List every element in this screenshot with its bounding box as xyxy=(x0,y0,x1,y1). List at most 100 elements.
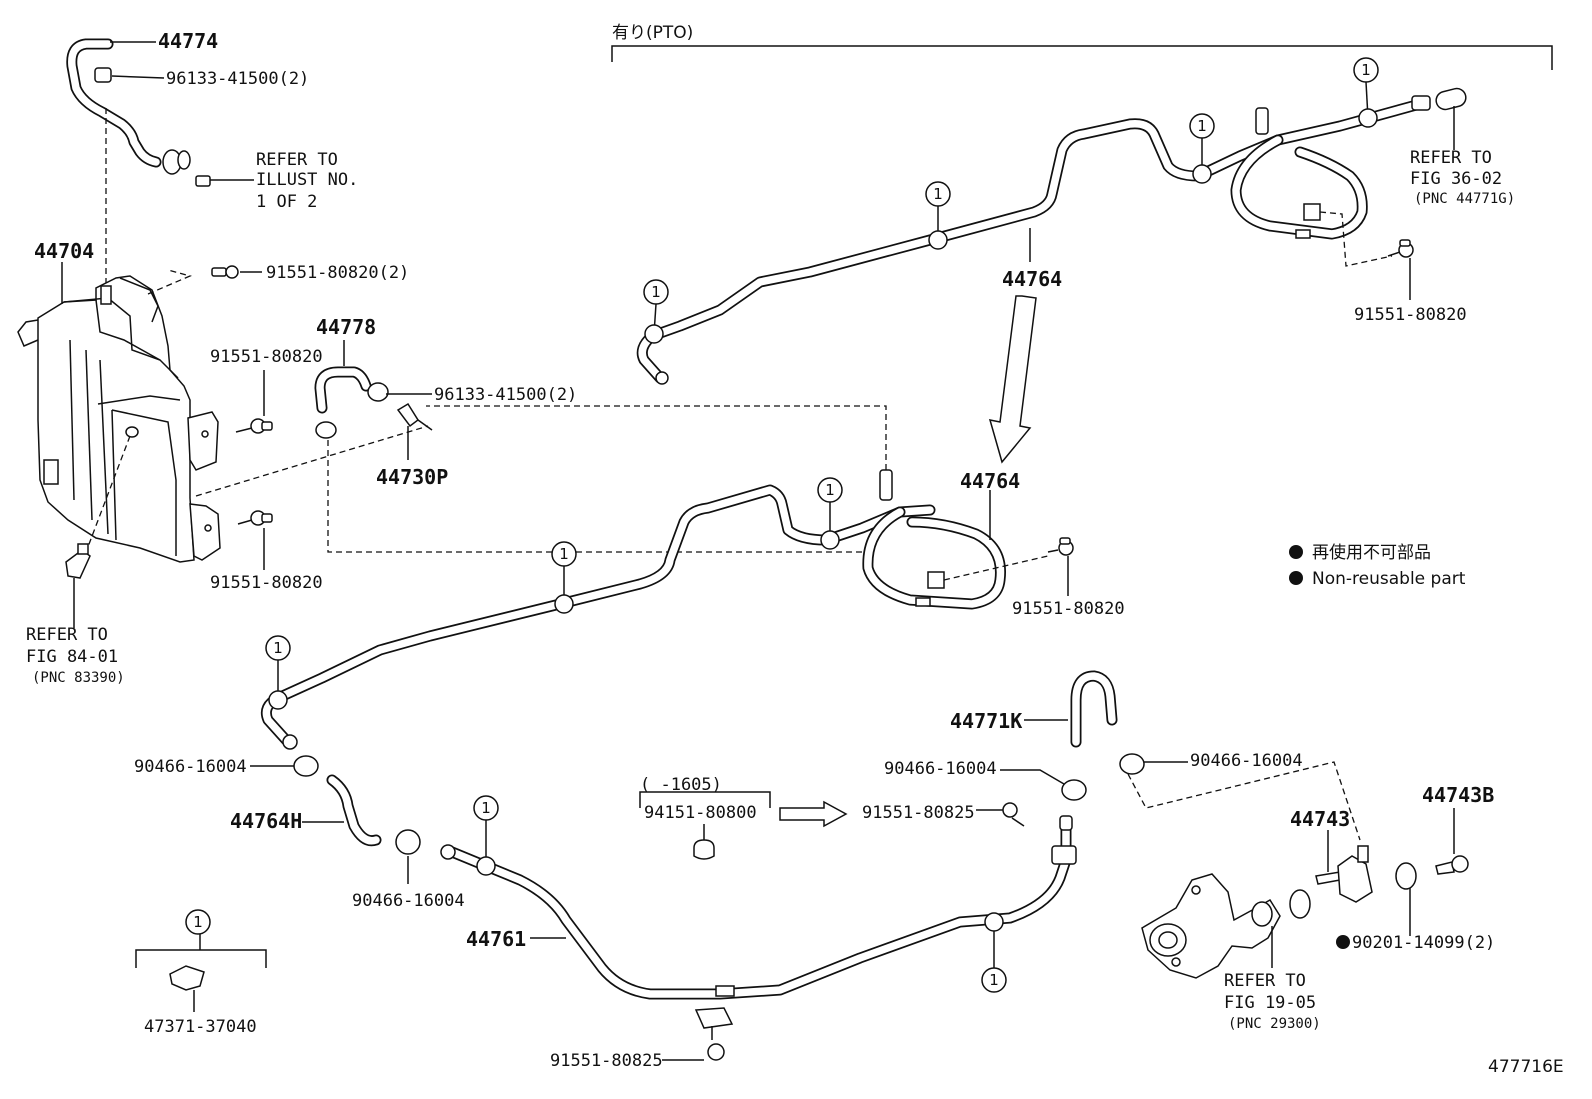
bolt-icon xyxy=(211,265,239,279)
level-sensor-icon xyxy=(65,543,91,579)
bolt-icon xyxy=(235,418,273,434)
junction-dot xyxy=(984,912,1004,932)
label-44764-mid: 44764 xyxy=(960,469,1020,493)
refer84-line2: FIG 84-01 xyxy=(26,647,118,667)
bolt-icon xyxy=(707,1026,725,1061)
ref-marker-label: 1 xyxy=(825,481,835,499)
ref-marker-circle xyxy=(817,477,843,503)
label-90466-b: 90466-16004 xyxy=(352,891,465,911)
label-96133-mid: 96133-41500(2) xyxy=(434,385,577,405)
clip-icon xyxy=(1303,203,1321,221)
ref-marker-label: 1 xyxy=(933,185,943,203)
tank-bracket xyxy=(43,459,59,485)
legend-dot-icon xyxy=(1289,571,1303,585)
label-91551-tank-b: 91551-80820 xyxy=(210,573,323,593)
pipe-nipple-icon xyxy=(879,469,893,501)
label-47371: 47371-37040 xyxy=(144,1017,257,1037)
junction-dot xyxy=(1192,164,1212,184)
label-44704: 44704 xyxy=(34,239,94,263)
pipe-end-icon xyxy=(1435,87,1467,111)
nut-icon xyxy=(693,839,715,860)
clamp-icon xyxy=(395,829,421,855)
label-44771K: 44771K xyxy=(950,709,1022,733)
pto-header: 有り(PTO) xyxy=(612,23,693,43)
arrow-icon xyxy=(988,295,1037,464)
ref-marker-circle xyxy=(265,635,291,661)
pump-assembly xyxy=(1141,808,1469,979)
refer-illust-line3: 1 OF 2 xyxy=(256,192,317,212)
fitting-icon xyxy=(195,175,211,187)
clamp-icon xyxy=(94,67,112,83)
label-44743: 44743 xyxy=(1290,807,1350,831)
ref-marker-circle xyxy=(185,909,211,935)
bolt-icon xyxy=(1387,239,1414,258)
junction-dot xyxy=(820,530,840,550)
bolt-icon xyxy=(1451,855,1469,873)
label-91551-mid: 91551-80820 xyxy=(1012,599,1125,619)
legend-jp: 再使用不可部品 xyxy=(1312,542,1431,563)
label-91551-tank-a: 91551-80820 xyxy=(210,347,323,367)
label-94151: 94151-80800 xyxy=(644,803,757,823)
clip-icon xyxy=(927,571,945,589)
junction-dot xyxy=(268,690,288,710)
refer84-line1: REFER TO xyxy=(26,625,108,645)
refer84-line3: (PNC 83390) xyxy=(32,670,125,686)
refer-illust-line1: REFER TO xyxy=(256,150,338,170)
ref-marker-label: 1 xyxy=(651,283,661,301)
ref-marker-label: 1 xyxy=(273,639,283,657)
label-44764H: 44764H xyxy=(230,809,302,833)
clip-group: 47371-37040 xyxy=(135,934,267,1037)
refer19-line2: FIG 19-05 xyxy=(1224,993,1316,1013)
label-90201: 90201-14099(2) xyxy=(1352,933,1495,953)
clip-icon xyxy=(1051,845,1077,865)
refer36-line2: FIG 36-02 xyxy=(1410,169,1502,189)
refer36-line1: REFER TO xyxy=(1410,148,1492,168)
legend: 再使用不可部品 Non-reusable part xyxy=(1289,542,1466,589)
ref-marker-circle xyxy=(1189,113,1215,139)
pipe-nipple-icon xyxy=(1255,107,1269,135)
hose-44764H xyxy=(250,755,421,884)
ref-marker-label: 1 xyxy=(481,799,491,817)
label-44761: 44761 xyxy=(466,927,526,951)
hose-44778 xyxy=(314,340,433,460)
label-91551-bottom: 91551-80825 xyxy=(550,1051,663,1071)
figure-id: 477716E xyxy=(1488,1057,1564,1077)
hose-44764-mid xyxy=(260,469,1049,750)
label-44743B: 44743B xyxy=(1422,783,1494,807)
label-91551-80820-2: 91551-80820(2) xyxy=(266,263,409,283)
ref-marker-circle xyxy=(925,181,951,207)
hose-44761 xyxy=(440,815,1077,1029)
legend-dot-icon xyxy=(1289,545,1303,559)
label-44730P: 44730P xyxy=(376,465,448,489)
junction-dot xyxy=(1358,108,1378,128)
bolt-icon xyxy=(1047,537,1074,556)
hose-44764-top xyxy=(636,87,1467,385)
reservoir-tank xyxy=(17,269,429,563)
label-91551-825: 91551-80825 xyxy=(862,803,975,823)
ref-marker-circle xyxy=(1353,57,1379,83)
junction-dot xyxy=(644,324,664,344)
legend-en: Non-reusable part xyxy=(1312,569,1466,589)
refer36-line3: (PNC 44771G) xyxy=(1414,191,1515,207)
pto-bracket: 有り(PTO) xyxy=(611,23,1553,70)
valve-44743-icon xyxy=(1337,855,1373,903)
hose-44771K xyxy=(1000,670,1361,841)
label-90466-a: 90466-16004 xyxy=(134,757,247,777)
clamp-icon xyxy=(293,755,319,777)
refer19-line3: (PNC 29300) xyxy=(1228,1016,1321,1032)
ref-marker-label: 1 xyxy=(193,913,203,931)
non-reusable-dot-icon xyxy=(1336,935,1350,949)
label-91551-topright: 91551-80820 xyxy=(1354,305,1467,325)
valve-44730P-icon xyxy=(396,402,420,428)
label-44774: 44774 xyxy=(158,29,218,53)
date-range-group: ( -1605) 94151-80800 xyxy=(639,775,848,860)
date-note: ( -1605) xyxy=(640,775,722,795)
ref-marker-circle xyxy=(643,279,669,305)
refer19-line1: REFER TO xyxy=(1224,971,1306,991)
clamp-icon xyxy=(367,382,389,402)
bracket-icon xyxy=(694,1007,734,1029)
junction-dot xyxy=(554,594,574,614)
